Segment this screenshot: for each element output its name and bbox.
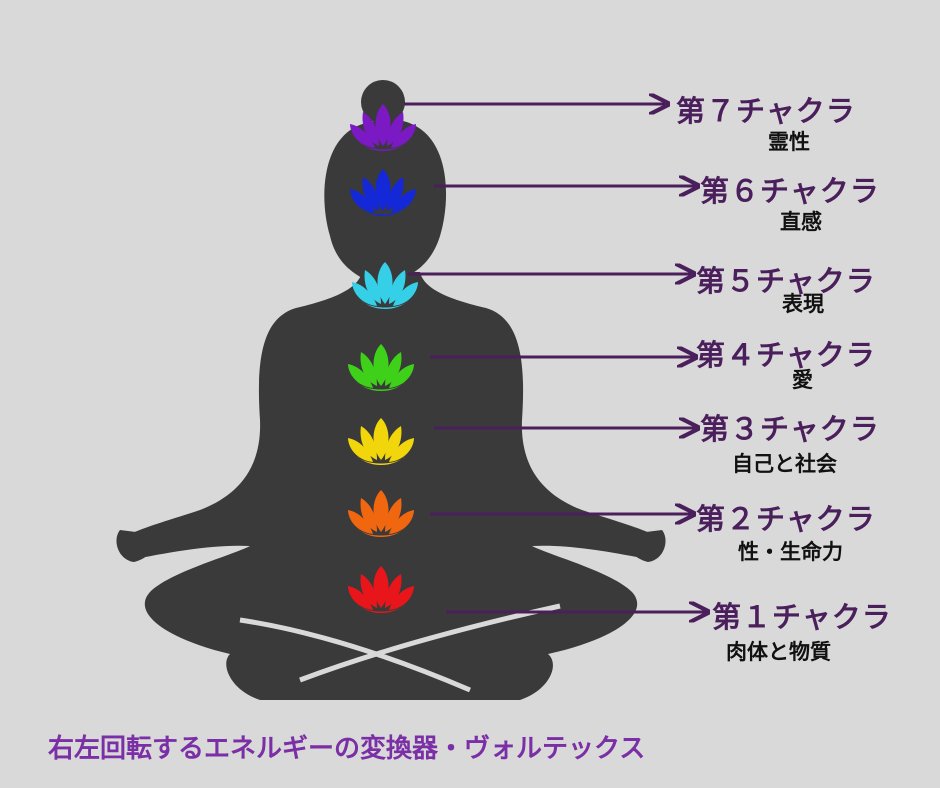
chakra-meaning: 表現 [782,292,824,316]
chakra-title: 第７チャクラ [676,94,856,128]
chakra-title: 第５チャクラ [696,264,876,298]
chakra-title: 第１チャクラ [712,600,892,634]
chakra-meaning: 自己と社会 [732,452,837,476]
chakra-meaning: 肉体と物質 [726,640,831,664]
chakra-meaning: 霊性 [768,130,810,154]
chakra-title: 第６チャクラ [700,174,880,208]
leg-crease [239,603,561,693]
chakra-meaning: 性・生命力 [738,540,843,564]
caption: 右左回転するエネルギーの変換器・ヴォルテックス [48,734,646,764]
chakra-title: 第２チャクラ [696,502,876,536]
chakra-meaning: 直感 [780,210,822,234]
chakra-arrows [404,104,708,612]
chakra-title: 第４チャクラ [696,338,876,372]
chakra-meaning: 愛 [792,368,813,392]
chakra-title: 第３チャクラ [700,412,880,446]
